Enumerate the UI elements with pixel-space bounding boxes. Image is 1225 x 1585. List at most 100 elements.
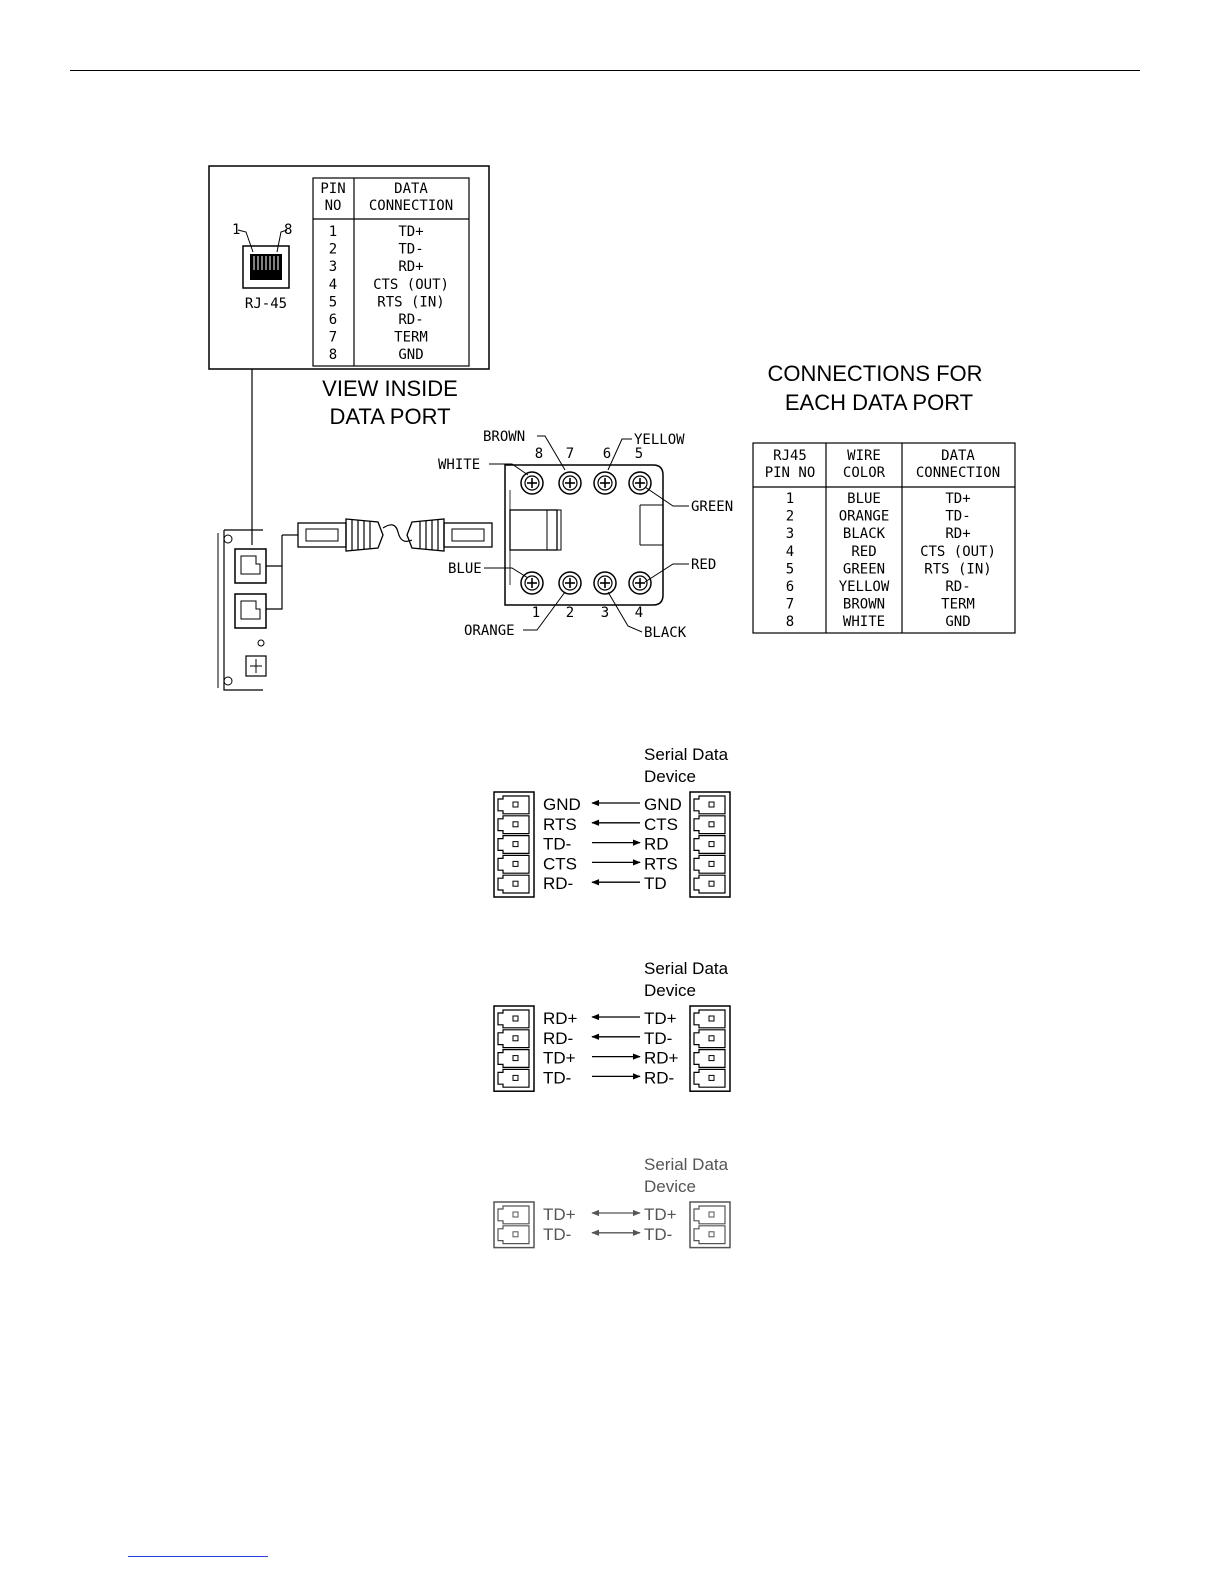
- serial-device-label: Serial Data: [644, 1155, 729, 1174]
- signal-label-device: RD+: [644, 1049, 679, 1068]
- terminal-slot-icon: [497, 854, 530, 874]
- left-connector-block: [493, 1005, 535, 1092]
- signal-label-device: TD: [644, 874, 667, 893]
- connections-wire-color: WHITE: [843, 614, 885, 630]
- signal-label-local: TD+: [543, 1049, 576, 1068]
- signal-label-device: TD+: [644, 1009, 677, 1028]
- pin-table-pin: 4: [329, 277, 337, 293]
- connections-data-connection: TD+: [945, 491, 970, 507]
- pin-table-connection: TD+: [398, 224, 423, 240]
- view-inside-caption-line1: VIEW INSIDE: [322, 376, 458, 401]
- header-rule: [70, 70, 1140, 71]
- terminal-slot-icon: [693, 874, 726, 894]
- serial-device-label: Device: [644, 981, 696, 1000]
- pin-table-pin: 6: [329, 312, 337, 328]
- terminal-slot-icon: [497, 815, 530, 835]
- terminal-screw-icon[interactable]: [628, 571, 652, 595]
- pin-table-connection: GND: [398, 347, 423, 363]
- pin-table-connection: RD+: [398, 259, 423, 275]
- connections-pin: 5: [786, 561, 794, 577]
- terminal-slot-icon: [693, 1049, 726, 1068]
- terminal-slot-icon: [497, 795, 530, 815]
- terminal-screw-icon[interactable]: [628, 471, 652, 495]
- wire-label-green: GREEN: [691, 499, 733, 515]
- connections-pin: 1: [786, 491, 794, 507]
- signal-label-device: TD-: [644, 1029, 672, 1048]
- pin-table-pin: 8: [329, 347, 337, 363]
- signal-label-device: GND: [644, 795, 682, 814]
- terminal-slot-icon: [693, 795, 726, 815]
- serial-device-label: Serial Data: [644, 745, 729, 764]
- terminal-screw-icon[interactable]: [520, 471, 544, 495]
- pin-table-pin: 2: [329, 242, 337, 258]
- rj45-plug: [443, 522, 493, 548]
- connections-data-connection: GND: [945, 614, 970, 630]
- terminal-screw-icon[interactable]: [593, 571, 617, 595]
- terminal-number-8: 8: [535, 446, 543, 462]
- signal-label-local: RTS: [543, 815, 577, 834]
- signal-label-device: CTS: [644, 815, 678, 834]
- footer-link-underline[interactable]: [128, 1556, 268, 1557]
- terminal-slot-icon: [497, 835, 530, 854]
- panel-screw-icon: [223, 534, 233, 544]
- pin-table-connection: CTS (OUT): [373, 277, 449, 293]
- connections-pin: 2: [786, 509, 794, 525]
- terminal-screw-icon[interactable]: [558, 571, 582, 595]
- terminal-slot-icon: [693, 1205, 726, 1225]
- signal-label-device: RD-: [644, 1068, 674, 1087]
- terminal-block-body: [504, 464, 664, 606]
- terminal-number-3: 3: [601, 605, 609, 621]
- terminal-screw-icon[interactable]: [558, 471, 582, 495]
- pin-table-connection: TERM: [394, 330, 428, 346]
- wire-label-orange: ORANGE: [464, 623, 515, 639]
- connections-data-connection: RD-: [945, 579, 970, 595]
- connections-wire-color: ORANGE: [839, 509, 890, 525]
- data-port-1-jack[interactable]: [234, 548, 267, 584]
- data-port-2-jack[interactable]: [234, 593, 267, 629]
- pin-table-pin: 3: [329, 259, 337, 275]
- pin-table-frame: [312, 177, 470, 367]
- terminal-block: [504, 464, 664, 606]
- wire-label-brown: BROWN: [483, 429, 525, 445]
- terminal-slot-icon: [693, 854, 726, 874]
- left-connector-block: [493, 1201, 535, 1249]
- wiring-diagram: Serial DataDeviceRD+TD+RD-TD-TD+RD+TD-RD…: [493, 959, 731, 1092]
- rj45-patch-cable: [297, 518, 493, 552]
- connections-pin: 7: [786, 597, 794, 613]
- signal-label-local: RD-: [543, 874, 573, 893]
- terminal-slot-icon: [497, 1049, 530, 1068]
- signal-label-local: RD+: [543, 1009, 578, 1028]
- terminal-slot-icon: [497, 1068, 530, 1088]
- signal-label-local: TD+: [543, 1205, 576, 1224]
- device-panel: [217, 529, 298, 691]
- right-connector-block: [689, 1201, 731, 1249]
- connections-data-connection: RTS (IN): [924, 561, 991, 577]
- terminal-number-4: 4: [635, 605, 643, 621]
- wire-callout-lines: [484, 435, 689, 633]
- pin-table-connection: RTS (IN): [377, 294, 444, 310]
- terminal-screw-icon[interactable]: [593, 471, 617, 495]
- connections-title-line2: EACH DATA PORT: [785, 390, 973, 415]
- connections-wire-color: BLACK: [843, 526, 886, 542]
- left-connector-block: [493, 791, 535, 898]
- rj45-pin-8-label: 8: [284, 222, 292, 238]
- connections-title-line1: CONNECTIONS FOR: [767, 361, 982, 386]
- terminal-slot-icon: [497, 1009, 530, 1029]
- terminal-slot-icon: [693, 815, 726, 835]
- terminal-slot-icon: [497, 1205, 530, 1225]
- rj45-plug: [297, 522, 347, 548]
- power-connector-icon: [245, 655, 267, 677]
- connections-wire-color: BLUE: [847, 491, 881, 507]
- wire-label-white: WHITE: [438, 457, 480, 473]
- terminal-number-1: 1: [532, 605, 540, 621]
- signal-label-local: CTS: [543, 854, 577, 873]
- signal-label-local: GND: [543, 795, 581, 814]
